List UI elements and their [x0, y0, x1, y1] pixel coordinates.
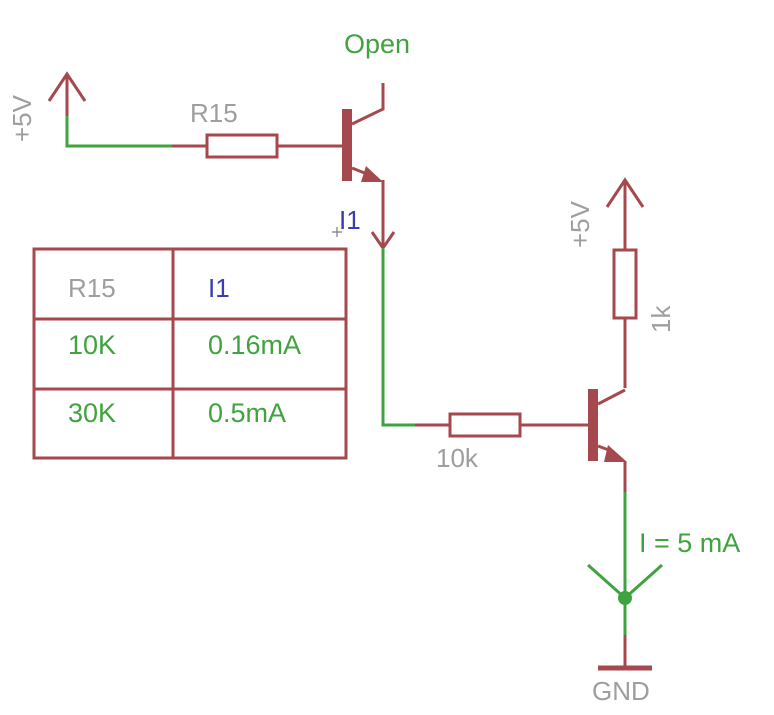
- current-label: I = 5 mA: [639, 528, 740, 558]
- table-cell-i1: 0.16mA: [208, 330, 301, 360]
- table-cell-i1: 0.5mA: [208, 398, 286, 428]
- table-cell-r15: 30K: [68, 398, 116, 428]
- resistor-r15: [172, 133, 342, 159]
- origin-cross: [332, 227, 342, 237]
- i1-label: I1: [339, 205, 361, 235]
- supply-symbol-right: +5V: [565, 177, 645, 250]
- r15-label: R15: [190, 98, 238, 128]
- resistor-10k: [415, 412, 588, 438]
- table-cell-r15: 10K: [68, 330, 116, 360]
- resistor-1k: [612, 248, 638, 388]
- wire-i1-to-10k: [381, 248, 450, 427]
- table-header-r15: R15: [68, 273, 116, 303]
- ground-symbol: [598, 635, 652, 671]
- r-base-label: 10k: [436, 443, 479, 473]
- values-table: R15 I1 10K 0.16mA 30K 0.5mA: [32, 247, 348, 460]
- supply-symbol-left: +5V: [7, 71, 87, 142]
- transistor-q1: [342, 83, 385, 182]
- gnd-label: GND: [592, 676, 650, 706]
- supply-label-left: +5V: [7, 94, 37, 142]
- transistor-q2: [588, 388, 627, 492]
- junction-dot: [618, 591, 632, 605]
- supply-label-right: +5V: [565, 200, 595, 248]
- r-collector-label: 1k: [646, 305, 676, 333]
- open-label: Open: [344, 29, 410, 59]
- wire-supply-to-r15: [65, 116, 172, 148]
- table-header-i1: I1: [208, 273, 230, 303]
